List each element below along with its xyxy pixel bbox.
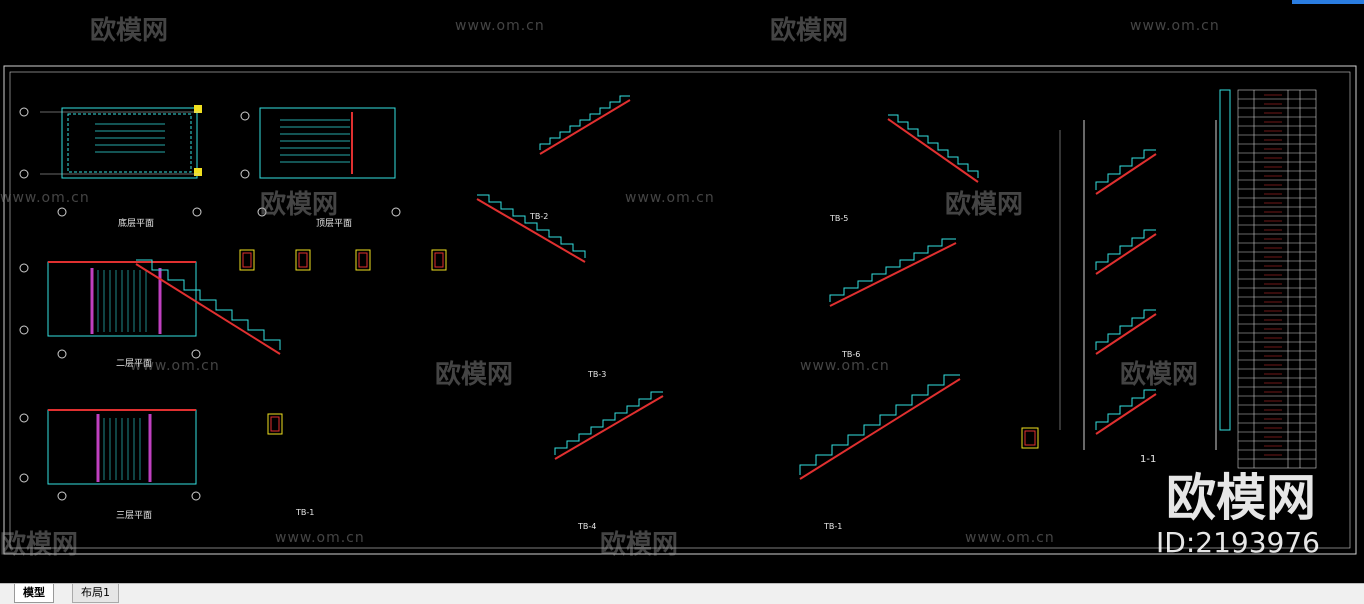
label-tb1: TB-1 (296, 508, 315, 517)
watermark-url: www.om.cn (1130, 18, 1220, 34)
rebar-schedule-table (1237, 89, 1317, 469)
stair-tb7 (799, 374, 960, 475)
label-bottom-plan: 底层平面 (118, 219, 155, 229)
label-tb3: TB-3 (588, 370, 607, 379)
stair-tb3-upper-rebar (476, 198, 586, 263)
stair-section-b (1095, 309, 1156, 350)
tab-model[interactable]: 模型 (14, 584, 54, 603)
window-corner-accent (1292, 0, 1364, 4)
label-section-1-1: 1-1 (1140, 454, 1157, 465)
tab-layout1[interactable]: 布局1 (72, 584, 119, 603)
stair-section-a (1095, 389, 1156, 430)
brand-logo-text: 欧模网 (1166, 469, 1316, 527)
stair-tb3-upper (477, 194, 586, 258)
cad-model-space[interactable]: 底层平面 顶层平面 二层平面 三层平面 TB-2 TB-1 TB-3 TB-4 … (0, 0, 1364, 583)
stair-section-d-rebar (1095, 153, 1157, 195)
drawing-frame (3, 65, 1357, 555)
watermark-brand: 欧模网 (770, 16, 849, 46)
model-id: ID:2193976 (1156, 526, 1320, 559)
watermark-url: www.om.cn (800, 358, 890, 374)
watermark-url: www.om.cn (275, 530, 365, 546)
plan-second (19, 261, 201, 359)
plan-third (19, 409, 201, 501)
watermark-brand: 欧模网 (0, 530, 79, 560)
watermark-url: www.om.cn (130, 358, 220, 374)
stair-tb2 (539, 95, 630, 150)
watermark-url: www.om.cn (965, 530, 1055, 546)
label-second-plan: 二层平面 (116, 359, 153, 369)
stair-section-c-rebar (1095, 233, 1157, 275)
stair-section-a-rebar (1095, 393, 1157, 435)
label-tb7: TB-1 (824, 522, 843, 531)
stair-tb7-rebar (799, 378, 961, 480)
stair-tb5-rebar (887, 118, 979, 183)
stair-tb6 (829, 238, 956, 302)
stair-tb4 (554, 391, 663, 455)
stair-sections (135, 95, 1157, 480)
watermark-url: www.om.cn (455, 18, 545, 34)
stair-section-d (1095, 149, 1156, 190)
stair-tb1 (136, 259, 281, 350)
stair-tb1-rebar (135, 263, 281, 355)
drawing-inner-frame (9, 71, 1351, 549)
stair-tb6-rebar (829, 242, 957, 307)
watermark-brand: 欧模网 (90, 16, 169, 46)
drawing-svg[interactable] (0, 0, 1364, 583)
watermark-url: www.om.cn (0, 190, 90, 206)
watermark-brand: 欧模网 (260, 190, 339, 220)
watermark-url: www.om.cn (625, 190, 715, 206)
label-tb5: TB-5 (830, 214, 849, 223)
label-tb4: TB-4 (578, 522, 597, 531)
stair-tb4-rebar (554, 395, 664, 460)
watermark-brand: 欧模网 (435, 360, 514, 390)
plan-top (240, 107, 401, 217)
stair-section-b-rebar (1095, 313, 1157, 355)
column-sections (239, 249, 1039, 449)
label-top-plan: 顶层平面 (316, 219, 353, 229)
stair-section-c (1095, 229, 1156, 270)
layout-tab-bar: 模型 布局1 (0, 583, 1364, 604)
section-1-1 (1059, 89, 1231, 450)
label-tb2: TB-2 (530, 212, 549, 221)
stair-tb5 (888, 114, 979, 178)
label-tb6: TB-6 (842, 350, 861, 359)
stair-tb2-rebar (539, 99, 631, 155)
label-third-plan: 三层平面 (116, 511, 153, 521)
watermark-brand: 欧模网 (600, 530, 679, 560)
watermark-brand: 欧模网 (1120, 360, 1199, 390)
plan-bottom (19, 105, 202, 217)
watermark-brand: 欧模网 (945, 190, 1024, 220)
